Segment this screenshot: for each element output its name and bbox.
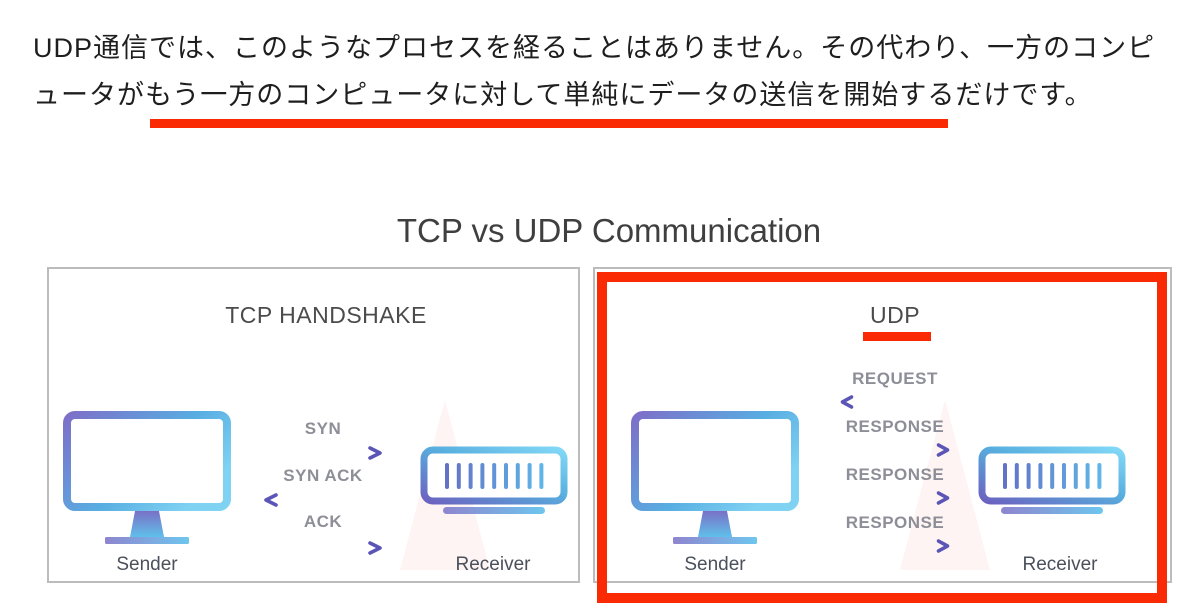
paragraph-line-1: UDP通信では、このようなプロセスを経ることはありません。その代わり、一方のコン…	[33, 33, 1156, 63]
udp-sender-label: Sender	[684, 554, 746, 575]
message-label: SYN	[304, 419, 342, 438]
diagram-title: TCP vs UDP Communication	[396, 212, 822, 249]
paragraph-line-2: ュータがもう一方のコンピュータに対して単純にデータの送信を開始するだけです。	[33, 80, 1093, 110]
udp-receiver-label: Receiver	[1022, 554, 1098, 575]
message-label: RESPONSE	[845, 465, 945, 484]
tcp-receiver-label: Receiver	[455, 554, 531, 575]
message-label: SYN ACK	[283, 466, 363, 485]
udp-panel-title: UDP	[869, 302, 921, 328]
red-annotation-underline	[150, 119, 948, 128]
red-highlight-box	[597, 272, 1167, 603]
message-label: RESPONSE	[845, 513, 945, 532]
message-arrow-icon	[835, 539, 955, 553]
udp-title-red-underline	[863, 332, 931, 341]
server-icon	[420, 446, 568, 516]
message-arrow-icon	[835, 443, 955, 457]
monitor-icon	[62, 410, 232, 550]
message-label: RESPONSE	[845, 417, 945, 436]
message-arrow-icon	[835, 491, 955, 505]
message-label: REQUEST	[852, 369, 938, 388]
tcp-sender-label: Sender	[116, 554, 178, 575]
message-label: ACK	[303, 512, 343, 531]
monitor-icon	[630, 410, 800, 550]
server-icon	[978, 446, 1126, 516]
message-arrow-icon	[835, 395, 955, 409]
tcp-panel-title: TCP HANDSHAKE	[225, 302, 427, 328]
message-arrow-icon	[258, 446, 388, 460]
message-arrow-icon	[258, 541, 388, 555]
message-arrow-icon	[258, 493, 388, 507]
